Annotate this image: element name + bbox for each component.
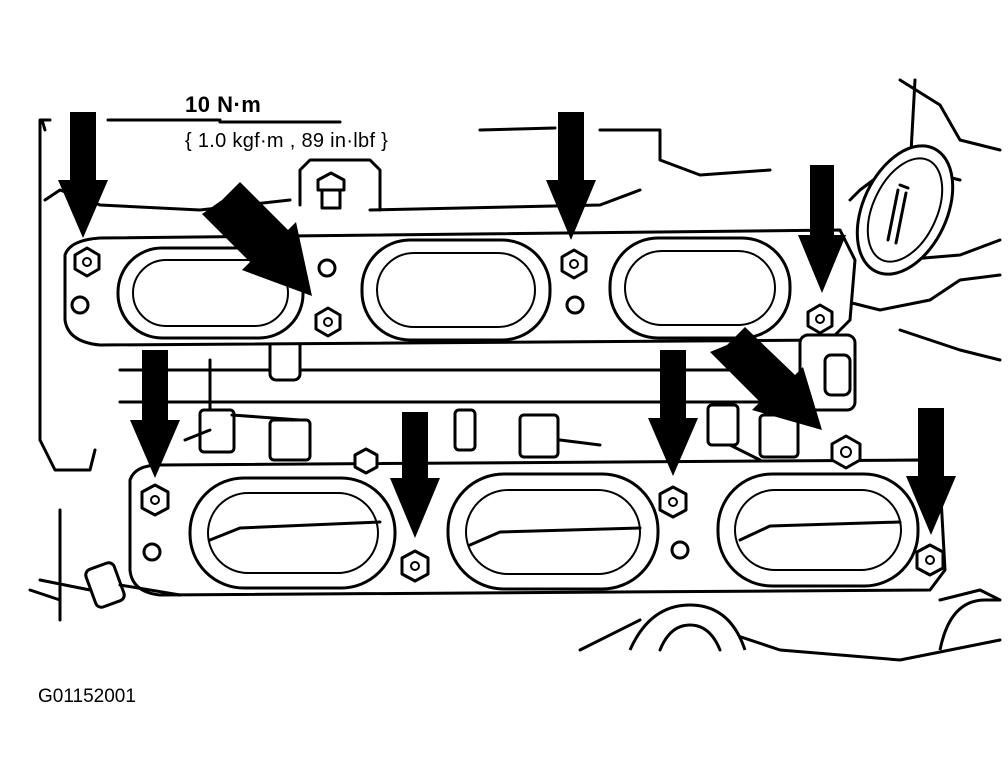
arrow-9: [710, 327, 822, 430]
bolt-lower-1: [140, 483, 170, 517]
pointer-arrows: [58, 112, 956, 538]
bolt-upper-3: [560, 248, 588, 280]
torque-spec-alternate: { 1.0 kgf·m , 89 in·lbf }: [185, 130, 389, 152]
stud-top: [316, 171, 346, 210]
lower-sensor-connector: [38, 561, 182, 609]
arrow-2: [202, 182, 312, 296]
torque-spec-value: 10 N·m: [185, 92, 262, 117]
sensor-housing: [855, 144, 955, 276]
bolt-upper-2: [314, 306, 342, 338]
bolt-injector: [353, 447, 379, 475]
bolt-mid-right: [830, 434, 862, 470]
bolt-upper-4: [806, 303, 834, 335]
upper-intake-gasket: [63, 228, 857, 412]
arrow-4: [798, 165, 846, 293]
bolt-lower-3: [658, 485, 688, 519]
arrow-1: [58, 112, 108, 238]
bolt-lower-4: [915, 543, 945, 577]
lower-casting: [628, 598, 1000, 652]
figure-id: G01152001: [38, 686, 136, 707]
bolts: [73, 171, 945, 583]
arrow-6: [390, 412, 440, 538]
arrow-5: [130, 350, 180, 478]
lower-intake-gasket: [128, 458, 947, 597]
arrow-3: [546, 112, 596, 240]
bolt-upper-1: [73, 246, 101, 278]
arrow-7: [648, 350, 698, 476]
fuel-injectors: [183, 403, 800, 462]
bolt-lower-2: [400, 549, 430, 583]
arrow-8: [906, 408, 956, 535]
